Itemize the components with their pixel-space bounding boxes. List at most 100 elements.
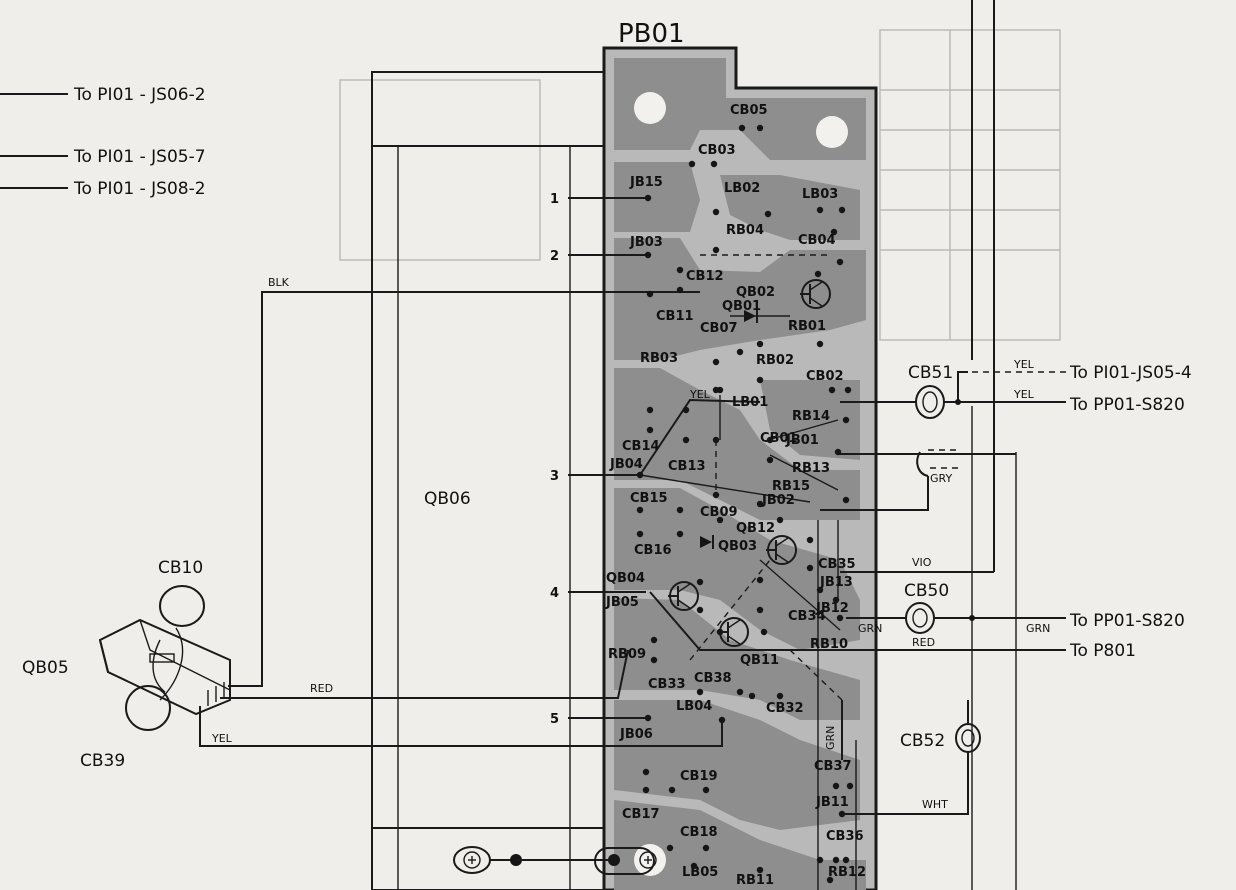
- solder-pad: [646, 406, 654, 414]
- solder-pad: [756, 500, 764, 508]
- solder-pad: [736, 688, 744, 696]
- component-label-rb09: RB09: [608, 647, 646, 662]
- solder-pad: [736, 348, 744, 356]
- solder-pad: [830, 228, 838, 236]
- solder-pad: [712, 491, 720, 499]
- connector-cb50: [846, 602, 1066, 634]
- solder-pad: [748, 692, 756, 700]
- solder-pad: [644, 251, 652, 259]
- component-label-rb04: RB04: [726, 223, 764, 238]
- wire-color-yel-top: YEL: [1013, 358, 1035, 371]
- solder-pad: [806, 536, 814, 544]
- solder-pad: [636, 530, 644, 538]
- screw-terminal-left: [453, 846, 522, 874]
- solder-pad: [702, 786, 710, 794]
- solder-pad: [646, 290, 654, 298]
- component-label-cb02: CB02: [806, 369, 844, 384]
- wire-color-grn-vertical: GRN: [824, 726, 837, 750]
- solder-pad: [842, 856, 850, 864]
- pin-number-3: 3: [550, 469, 559, 484]
- component-label-jb02: JB02: [761, 493, 795, 508]
- transistor-qb04: [668, 581, 699, 611]
- solder-pad: [676, 506, 684, 514]
- wire-color-yel-mid: YEL: [1013, 388, 1035, 401]
- component-label-cb16: CB16: [634, 543, 672, 558]
- solder-pad: [718, 716, 726, 724]
- solder-pad: [636, 471, 644, 479]
- wire-yel-board: [639, 398, 761, 476]
- solder-pad: [666, 844, 674, 852]
- wire-color-grn-left: GRN: [858, 622, 882, 635]
- solder-pad: [688, 160, 696, 168]
- component-label-rb14: RB14: [792, 409, 830, 424]
- component-label-cb38: CB38: [694, 671, 732, 686]
- solder-pad: [716, 628, 724, 636]
- wire-red-left: RED: [220, 649, 629, 699]
- board-internal-lines: [639, 254, 857, 890]
- component-label-rb03: RB03: [640, 351, 678, 366]
- solder-pad: [650, 656, 658, 664]
- component-label-rb12: RB12: [828, 865, 866, 880]
- component-label-qb12: QB12: [736, 521, 775, 536]
- transistor-qb02: [800, 279, 831, 309]
- label-cb50: CB50: [904, 581, 949, 601]
- component-label-jb12: JB12: [815, 601, 849, 616]
- side-component-box: QB06: [371, 71, 605, 890]
- label-to-p101-js06-2: To PI01 - JS06-2: [73, 85, 206, 105]
- solder-pad: [846, 782, 854, 790]
- wire-color-red-right: RED: [912, 636, 935, 649]
- solder-pad: [676, 530, 684, 538]
- connector-cb52: [842, 700, 981, 815]
- solder-pad: [642, 768, 650, 776]
- solder-pad: [776, 516, 784, 524]
- component-pads: [636, 124, 854, 884]
- solder-pad: [842, 496, 850, 504]
- pin-number-4: 4: [550, 586, 559, 601]
- solder-pad: [832, 856, 840, 864]
- component-label-lb04: LB04: [676, 699, 712, 714]
- solder-pad: [838, 810, 846, 818]
- pin-number-1: 1: [550, 192, 559, 207]
- solder-pad: [764, 210, 772, 218]
- component-label-cb05: CB05: [730, 103, 768, 118]
- component-label-rb15: RB15: [772, 479, 810, 494]
- component-label-jb01: JB01: [785, 433, 819, 448]
- wire-yel-left: YEL: [199, 706, 723, 747]
- solder-pad: [712, 358, 720, 366]
- wire-blk: BLK: [228, 276, 700, 687]
- board-title: PB01: [618, 19, 685, 49]
- solder-pad: [690, 862, 698, 870]
- solder-pad: [738, 124, 746, 132]
- component-label-cb37: CB37: [814, 759, 852, 774]
- component-label-lb01: LB01: [732, 395, 768, 410]
- component-label-cb32: CB32: [766, 701, 804, 716]
- solder-pad: [682, 406, 690, 414]
- solder-pad: [682, 436, 690, 444]
- component-label-cb13: CB13: [668, 459, 706, 474]
- solder-pad: [636, 506, 644, 514]
- solder-pad: [642, 786, 650, 794]
- component-label-jb13: JB13: [819, 575, 853, 590]
- connector-cb51: [840, 371, 1066, 419]
- component-label-cb15: CB15: [630, 491, 668, 506]
- component-label-qb01: QB01: [722, 299, 761, 314]
- component-label-rb10: RB10: [810, 637, 848, 652]
- solder-pad: [834, 448, 842, 456]
- component-label-cb12: CB12: [686, 269, 724, 284]
- solder-pad: [816, 856, 824, 864]
- solder-pad: [650, 636, 658, 644]
- component-label-jb06: JB06: [619, 727, 653, 742]
- component-label-cb11: CB11: [656, 309, 694, 324]
- solder-pad: [838, 206, 846, 214]
- frame-lines: [971, 0, 1017, 890]
- pin-number-5: 5: [550, 712, 559, 727]
- solder-pad: [842, 416, 850, 424]
- solder-pad: [828, 386, 836, 394]
- solder-pad: [756, 576, 764, 584]
- wire-color-blk: BLK: [268, 276, 290, 289]
- wire-color-wht: WHT: [922, 798, 948, 811]
- solder-pad: [712, 208, 720, 216]
- solder-pad: [816, 340, 824, 348]
- solder-pad: [696, 606, 704, 614]
